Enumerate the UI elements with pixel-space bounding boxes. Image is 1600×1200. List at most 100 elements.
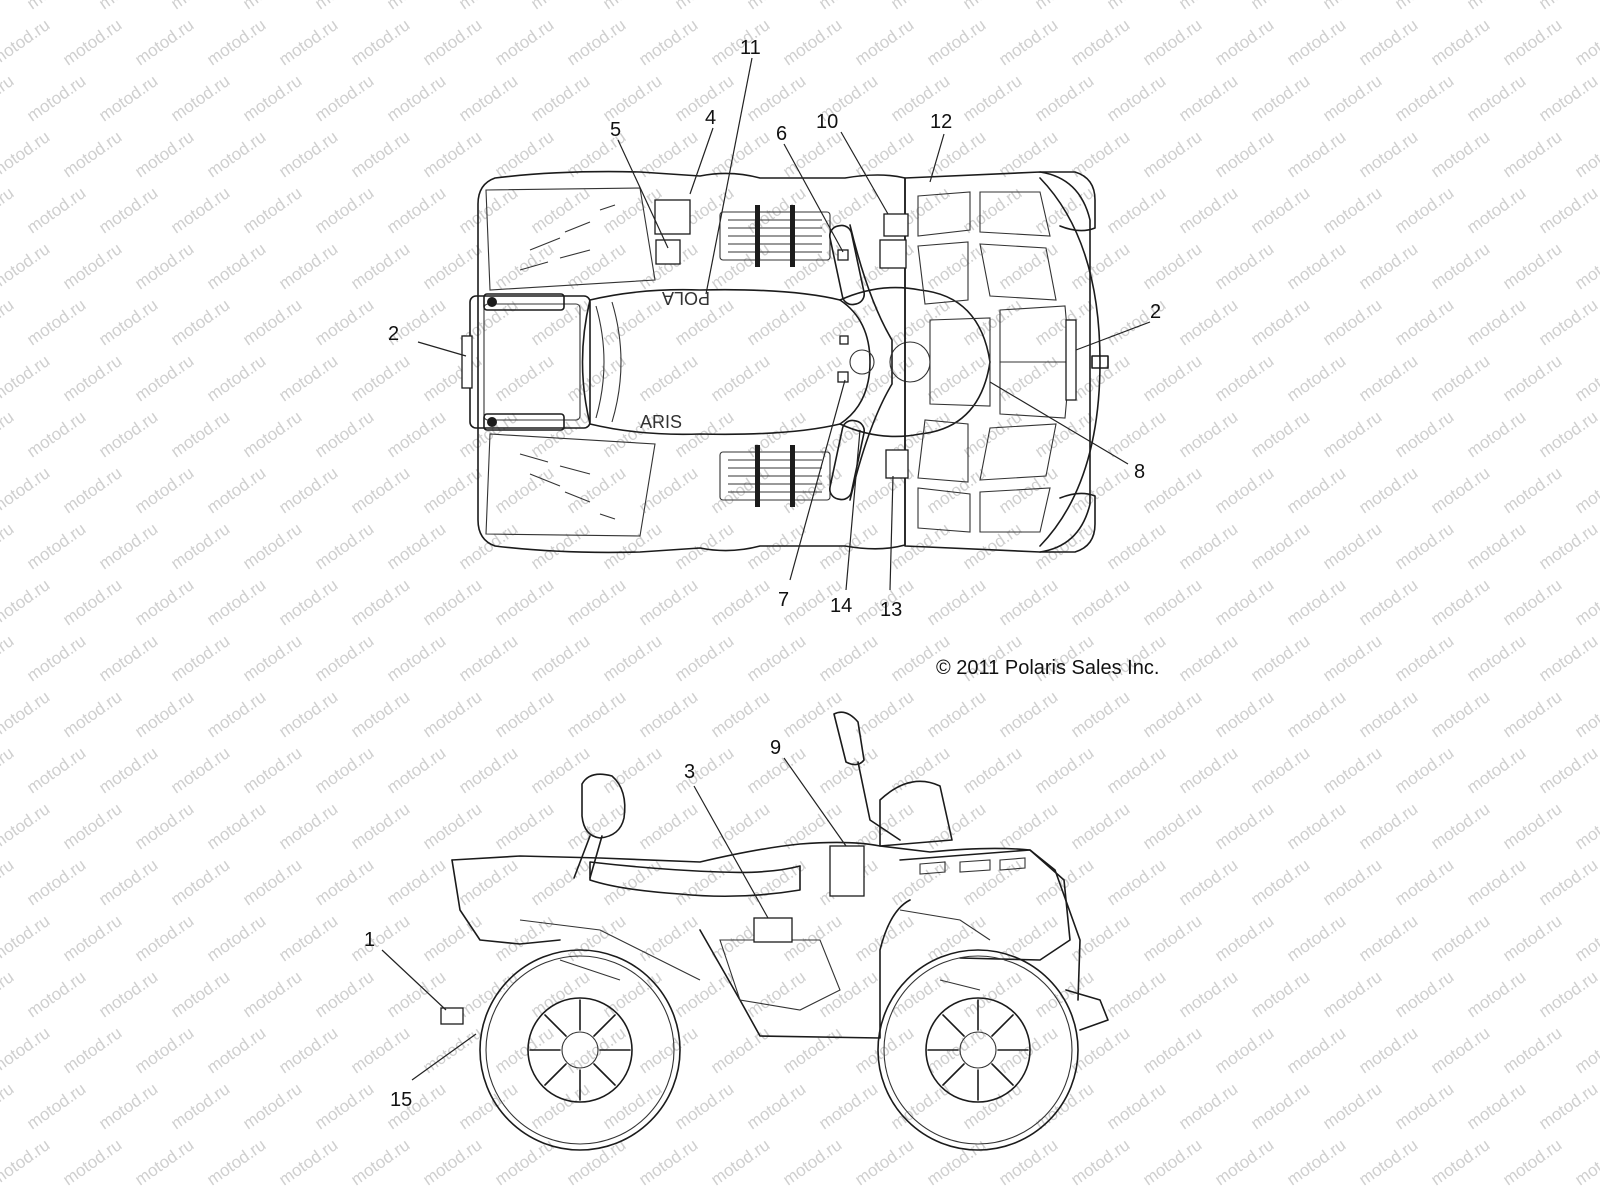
- watermark-text: motod.ru: [0, 71, 17, 125]
- watermark-text: motod.ru: [419, 911, 485, 965]
- watermark-text: motod.ru: [1571, 239, 1600, 293]
- watermark-text: motod.ru: [1283, 15, 1349, 69]
- watermark-text: motod.ru: [923, 799, 989, 853]
- watermark-text: motod.ru: [95, 967, 161, 1021]
- watermark-text: motod.ru: [1175, 519, 1241, 573]
- watermark-text: motod.ru: [347, 1135, 413, 1189]
- watermark-text: motod.ru: [95, 855, 161, 909]
- watermark-text: motod.ru: [239, 631, 305, 685]
- watermark-text: motod.ru: [383, 0, 449, 13]
- top-view-atv: POLA ARIS: [461, 170, 1109, 554]
- watermark-text: motod.ru: [1571, 351, 1600, 405]
- watermark-text: motod.ru: [995, 15, 1061, 69]
- watermark-text: motod.ru: [131, 911, 197, 965]
- watermark-text: motod.ru: [779, 1023, 845, 1077]
- watermark-text: motod.ru: [0, 1079, 17, 1133]
- leader-15: [411, 1033, 477, 1081]
- watermark-text: motod.ru: [959, 295, 1025, 349]
- watermark-text: motod.ru: [95, 71, 161, 125]
- seat-rear-bolster: [611, 301, 622, 423]
- watermark-text: motod.ru: [1067, 799, 1133, 853]
- watermark-text: motod.ru: [563, 687, 629, 741]
- watermark-text: motod.ru: [1535, 295, 1600, 349]
- watermark-text: motod.ru: [455, 967, 521, 1021]
- watermark-text: motod.ru: [311, 71, 377, 125]
- watermark-text: motod.ru: [1571, 1135, 1600, 1189]
- watermark-text: motod.ru: [779, 15, 845, 69]
- watermark-text: motod.ru: [743, 0, 809, 13]
- rear-reflector-decal: [461, 335, 473, 389]
- watermark-text: motod.ru: [1247, 407, 1313, 461]
- watermark-text: motod.ru: [1535, 0, 1600, 13]
- watermark-text: motod.ru: [311, 407, 377, 461]
- watermark-text: motod.ru: [0, 743, 17, 797]
- callout-numbers: 11 5 4 6 10 12 2 2 8 7 14 13 3 9 1 15: [364, 37, 1161, 1111]
- rack-slot: [519, 453, 616, 520]
- watermark-text: motod.ru: [1319, 183, 1385, 237]
- watermark-text: motod.ru: [635, 1023, 701, 1077]
- watermark-text: motod.ru: [1391, 1079, 1457, 1133]
- watermark-text: motod.ru: [1427, 575, 1493, 629]
- watermark-text: motod.ru: [1427, 799, 1493, 853]
- watermark-text: motod.ru: [563, 463, 629, 517]
- watermark-text: motod.ru: [23, 967, 89, 1021]
- watermark-text: motod.ru: [1391, 71, 1457, 125]
- passenger-backrest: [581, 773, 626, 839]
- watermark-text: motod.ru: [1571, 15, 1600, 69]
- watermark-text: motod.ru: [131, 15, 197, 69]
- watermark-text: motod.ru: [1139, 575, 1205, 629]
- watermark-text: motod.ru: [95, 743, 161, 797]
- watermark-text: motod.ru: [1571, 1023, 1600, 1077]
- leader-1: [381, 949, 447, 1011]
- watermark-text: motod.ru: [1031, 743, 1097, 797]
- watermark-text: motod.ru: [671, 631, 737, 685]
- watermark-text: motod.ru: [95, 519, 161, 573]
- watermark-text: motod.ru: [1499, 239, 1565, 293]
- watermark-text: motod.ru: [815, 967, 881, 1021]
- watermark-text: motod.ru: [59, 1135, 125, 1189]
- watermark-text: motod.ru: [527, 743, 593, 797]
- watermark-text: motod.ru: [1067, 239, 1133, 293]
- watermark-text: motod.ru: [167, 519, 233, 573]
- watermark-text: motod.ru: [707, 351, 773, 405]
- watermark-text: motod.ru: [743, 183, 809, 237]
- watermark-text: motod.ru: [491, 911, 557, 965]
- watermark-text: motod.ru: [167, 743, 233, 797]
- watermark-text: motod.ru: [1211, 239, 1277, 293]
- watermark-text: motod.ru: [1103, 967, 1169, 1021]
- watermark-text: motod.ru: [1535, 71, 1600, 125]
- watermark-text: motod.ru: [59, 1023, 125, 1077]
- watermark-text: motod.ru: [1283, 911, 1349, 965]
- watermark-text: motod.ru: [59, 351, 125, 405]
- watermark-text: motod.ru: [851, 127, 917, 181]
- watermark-text: motod.ru: [239, 519, 305, 573]
- watermark-text: motod.ru: [1031, 71, 1097, 125]
- watermark-text: motod.ru: [455, 71, 521, 125]
- watermark-text: motod.ru: [1571, 911, 1600, 965]
- watermark-text: motod.ru: [23, 855, 89, 909]
- watermark-text: motod.ru: [1319, 743, 1385, 797]
- watermark-text: motod.ru: [1463, 855, 1529, 909]
- callout-2-left: 2: [388, 323, 399, 345]
- leader-2-right: [1075, 321, 1151, 351]
- watermark-text: motod.ru: [1535, 183, 1600, 237]
- leader-2-left: [417, 341, 467, 357]
- latch-knob: [487, 297, 497, 307]
- watermark-text: motod.ru: [1427, 911, 1493, 965]
- watermark-text: motod.ru: [1463, 71, 1529, 125]
- watermark-text: motod.ru: [1463, 631, 1529, 685]
- watermark-text: motod.ru: [1427, 127, 1493, 181]
- watermark-text: motod.ru: [1355, 687, 1421, 741]
- watermark-text: motod.ru: [923, 687, 989, 741]
- watermark-text: motod.ru: [1247, 855, 1313, 909]
- watermark-text: motod.ru: [707, 1023, 773, 1077]
- watermark-text: motod.ru: [815, 183, 881, 237]
- watermark-text: motod.ru: [419, 15, 485, 69]
- watermark-text: motod.ru: [635, 911, 701, 965]
- watermark-text: motod.ru: [23, 183, 89, 237]
- watermark-text: motod.ru: [1103, 183, 1169, 237]
- watermark-text: motod.ru: [1319, 71, 1385, 125]
- brand-mark-rear: ARIS: [640, 412, 682, 432]
- watermark-text: motod.ru: [455, 1079, 521, 1133]
- watermark-text: motod.ru: [1175, 743, 1241, 797]
